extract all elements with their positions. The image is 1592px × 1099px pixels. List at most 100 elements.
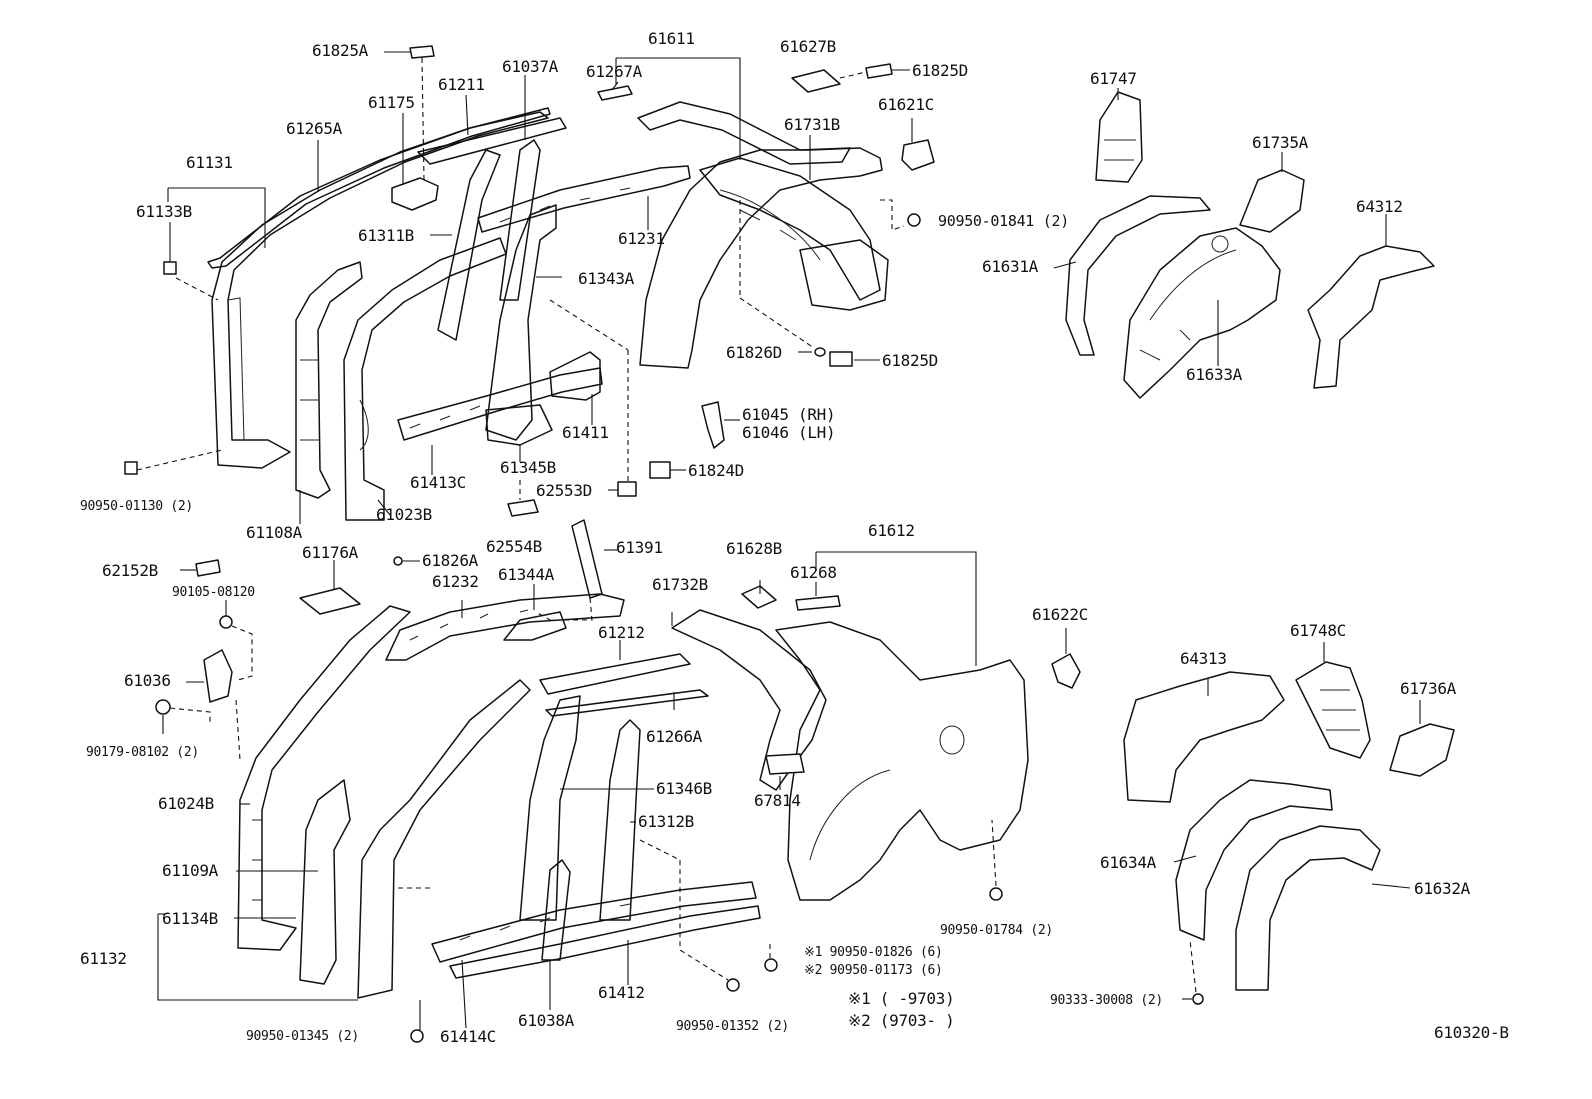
part-62554B-pad <box>507 499 539 517</box>
label-62553D: 62553D <box>536 481 592 500</box>
label-61131: 61131 <box>186 153 233 172</box>
label-61267A: 61267A <box>586 62 642 81</box>
label-61825D-mid: 61825D <box>882 351 938 370</box>
part-61826D-plug <box>814 347 826 357</box>
label-61265A: 61265A <box>286 119 342 138</box>
part-90950-01841-clip <box>907 213 921 227</box>
label-61391: 61391 <box>616 538 663 557</box>
label-61621C: 61621C <box>878 95 934 114</box>
label-61346B: 61346B <box>656 779 712 798</box>
label-61632A: 61632A <box>1414 879 1470 898</box>
wheel-housing-upper-group <box>1065 91 1435 399</box>
part-61412-rocker <box>449 905 761 979</box>
label-61133B: 61133B <box>136 202 192 221</box>
part-61346B-center-pillar <box>519 695 581 921</box>
part-90950-01130-clip <box>124 461 138 475</box>
part-61176A-bracket <box>299 587 361 615</box>
part-61231-roof-inner <box>477 165 691 233</box>
label-61045: 61045 (RH) <box>742 405 836 424</box>
label-61826D: 61826D <box>726 343 782 362</box>
label-61343A: 61343A <box>578 269 634 288</box>
label-61212: 61212 <box>598 623 645 642</box>
label-61344A: 61344A <box>498 565 554 584</box>
part-61633A-wheelhouse-inner <box>1123 227 1281 399</box>
part-61413C-rocker-inner <box>397 367 603 441</box>
label-61134B: 61134B <box>162 909 218 928</box>
part-61175-bracket <box>391 177 439 211</box>
part-61268-strip <box>795 595 841 611</box>
label-61735A: 61735A <box>1252 133 1308 152</box>
part-64312-housing-bracket <box>1307 245 1435 389</box>
note-2: ※2 (9703- ) <box>848 1011 955 1030</box>
part-61132-outer-body <box>357 679 531 999</box>
label-61231: 61231 <box>618 229 665 248</box>
part-62152B-pad <box>195 559 221 577</box>
part-61212-roof-rail <box>539 653 691 695</box>
part-61736A-gusset <box>1389 723 1455 777</box>
label-61627B: 61627B <box>780 37 836 56</box>
part-61109A-inner-pillar <box>299 779 351 985</box>
part-61631A-wheelhouse-outer <box>1065 195 1211 356</box>
part-61024B-outer-pillar <box>237 605 411 951</box>
part-90333-30008-clip <box>1192 993 1204 1005</box>
label-61176A: 61176A <box>302 543 358 562</box>
part-61108A-inner-pillar <box>295 261 363 499</box>
label-90333-30008: 90333-30008 (2) <box>1050 993 1163 1008</box>
label-61412: 61412 <box>598 983 645 1002</box>
part-90950-01352-clip <box>726 978 740 992</box>
label-90950-01352: 90950-01352 (2) <box>676 1019 789 1034</box>
diagram-id: 610320-B <box>1434 1023 1509 1042</box>
label-90105-08120: 90105-08120 <box>172 585 255 600</box>
label-61413C: 61413C <box>410 473 466 492</box>
label-61825A: 61825A <box>312 41 368 60</box>
quarter-panel-lower-group <box>671 585 1081 972</box>
part-61627B-bracket <box>791 69 841 93</box>
part-61345B-pillar-base <box>485 404 553 446</box>
label-61411: 61411 <box>562 423 609 442</box>
part-61211-roof-rail <box>417 117 567 165</box>
part-61311B-center-pillar <box>437 149 501 341</box>
wheel-housing-lower-group <box>1123 661 1455 1005</box>
body-side-outer-upper-group <box>124 45 691 521</box>
label-90950-01784: 90950-01784 (2) <box>940 923 1053 938</box>
label-61211: 61211 <box>438 75 485 94</box>
part-61232-roof-inner <box>385 593 625 661</box>
label-61732B: 61732B <box>652 575 708 594</box>
label-64312: 64312 <box>1356 197 1403 216</box>
part-61622C-bracket <box>1051 653 1081 689</box>
label-90179-08102: 90179-08102 (2) <box>86 745 199 760</box>
quarter-inner-upper-group <box>507 63 935 517</box>
part-61825A-pad <box>409 45 435 59</box>
part-61748C-extension <box>1295 661 1371 759</box>
label-61824D: 61824D <box>688 461 744 480</box>
label-61622C: 61622C <box>1032 605 1088 624</box>
label-61628B: 61628B <box>726 539 782 558</box>
label-90950-01130: 90950-01130 (2) <box>80 499 193 514</box>
label-61132: 61132 <box>80 949 127 968</box>
note-1: ※1 ( -9703) <box>848 989 955 1008</box>
part-62553D-pad <box>617 481 637 497</box>
part-61391-weatherstrip <box>571 519 603 599</box>
part-90950-01345-clip <box>410 1029 424 1043</box>
part-61131-outer-pillar <box>211 111 549 469</box>
leader-lines <box>136 51 1421 1030</box>
part-61265A-weatherstrip <box>207 107 551 269</box>
label-61611: 61611 <box>648 29 695 48</box>
part-61038A-reinforce <box>541 859 571 961</box>
label-90950-01826: ※1 90950-01826 (6) <box>804 945 943 960</box>
label-61024B: 61024B <box>158 794 214 813</box>
label-61312B: 61312B <box>638 812 694 831</box>
part-61612-quarter-panel <box>775 621 1029 901</box>
part-61735A-gusset <box>1239 169 1305 233</box>
part-61267A-bracket <box>597 85 633 101</box>
label-61825D-top: 61825D <box>912 61 968 80</box>
label-61268: 61268 <box>790 563 837 582</box>
label-61311B: 61311B <box>358 226 414 245</box>
label-90950-01345: 90950-01345 (2) <box>246 1029 359 1044</box>
label-61175: 61175 <box>368 93 415 112</box>
label-61345B: 61345B <box>500 458 556 477</box>
label-61036: 61036 <box>124 671 171 690</box>
label-62554B: 62554B <box>486 537 542 556</box>
part-61037A-pillar-reinforce <box>499 139 541 301</box>
